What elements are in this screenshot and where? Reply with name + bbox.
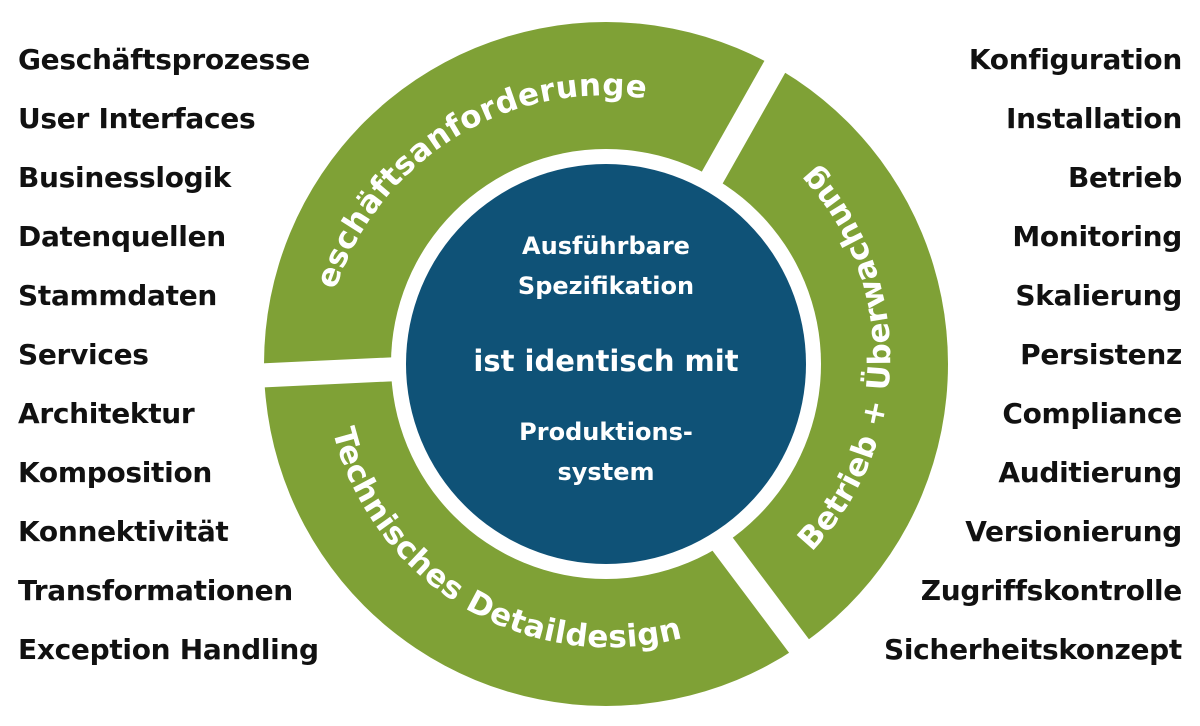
right-item: Installation: [1006, 102, 1182, 135]
left-item: Exception Handling: [18, 633, 319, 666]
left-item: Architektur: [18, 397, 195, 430]
right-item: Compliance: [1002, 397, 1182, 430]
left-item: Transformationen: [18, 574, 293, 607]
left-item: Datenquellen: [18, 220, 226, 253]
left-item: Stammdaten: [18, 279, 218, 312]
right-item-list: Konfiguration Installation Betrieb Monit…: [884, 38, 1182, 687]
left-item: Konnektivität: [18, 515, 229, 548]
left-item: Komposition: [18, 456, 213, 489]
center-line-1: Ausführbare: [522, 232, 690, 260]
right-item: Skalierung: [1015, 279, 1182, 312]
center-line-5: system: [558, 458, 655, 486]
right-item: Betrieb: [1067, 161, 1182, 194]
ring-gap-left: [249, 356, 421, 388]
ring-gap-top-right: [701, 34, 801, 184]
left-item: User Interfaces: [18, 102, 256, 135]
left-item: Businesslogik: [18, 161, 231, 194]
center-circle: [406, 164, 806, 564]
right-item: Konfiguration: [968, 43, 1182, 76]
right-item: Auditierung: [998, 456, 1182, 489]
left-item-list: Geschäftsprozesse User Interfaces Busine…: [18, 38, 319, 687]
left-item: Services: [18, 338, 149, 371]
right-item: Persistenz: [1020, 338, 1182, 371]
right-item: Zugriffskontrolle: [920, 574, 1183, 607]
center-line-2: Spezifikation: [518, 272, 694, 300]
right-item: Versionierung: [965, 515, 1182, 548]
center-line-4: Produktions-: [519, 418, 693, 446]
center-line-3: ist identisch mit: [473, 344, 738, 378]
ring-gap-bottom-right: [708, 530, 830, 682]
right-item: Sicherheitskonzept: [883, 633, 1182, 666]
left-item: Geschäftsprozesse: [18, 43, 310, 76]
right-item: Monitoring: [1012, 220, 1182, 253]
